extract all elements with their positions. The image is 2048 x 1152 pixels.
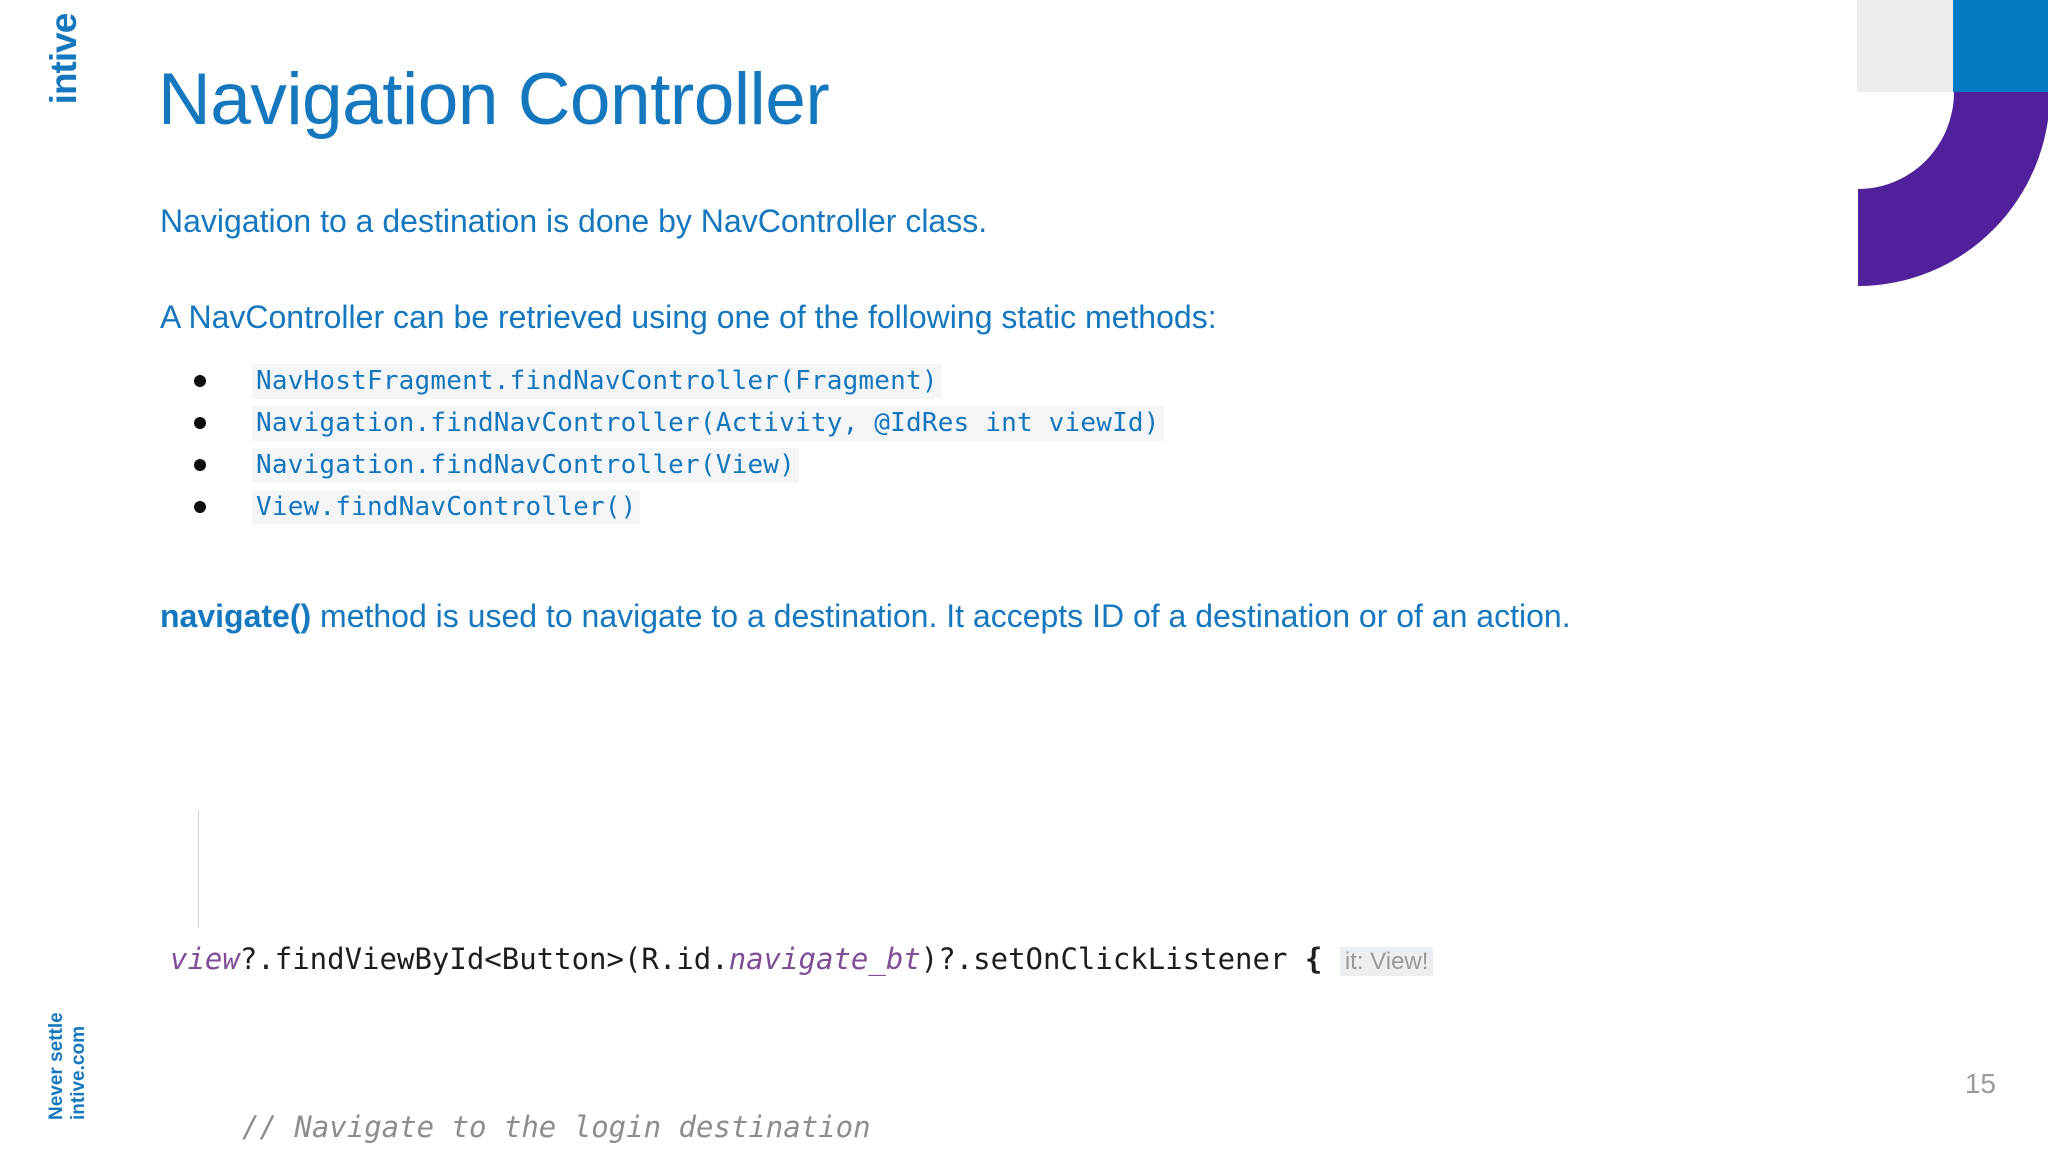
decoration-blue-rectangle — [1953, 0, 2048, 92]
page-title: Navigation Controller — [158, 59, 830, 140]
code-token-findviewbyid: ?.findViewById<Button>(R.id. — [239, 942, 729, 976]
method-signature: Navigation.findNavController(View) — [252, 447, 800, 483]
list-item: NavHostFragment.findNavController(Fragme… — [188, 360, 1164, 402]
code-comment: // Navigate to the login destination — [242, 1110, 871, 1144]
code-line-2: // Navigate to the login destination — [170, 1106, 1810, 1148]
decoration-gray-square — [1857, 0, 1953, 92]
list-item: View.findNavController() — [188, 486, 1164, 528]
intive-logo: intive — [43, 13, 84, 105]
static-methods-list: NavHostFragment.findNavController(Fragme… — [188, 360, 1164, 528]
code-token-view: view — [170, 942, 240, 976]
navigate-paragraph: navigate() method is used to navigate to… — [160, 598, 1770, 636]
footer-line-never-settle: Never settle — [46, 1012, 67, 1120]
bullet-dot-icon — [188, 417, 214, 429]
method-signature: NavHostFragment.findNavController(Fragme… — [252, 363, 942, 399]
code-indent-guide — [198, 810, 199, 928]
decoration-purple-quarter-ring — [1858, 92, 2048, 286]
static-methods-paragraph: A NavController can be retrieved using o… — [160, 299, 1217, 335]
footer-tagline: Never settle intive.com — [46, 940, 90, 1120]
bullet-dot-icon — [188, 501, 214, 513]
intro-paragraph: Navigation to a destination is done by N… — [160, 203, 988, 239]
method-signature: Navigation.findNavController(Activity, @… — [252, 405, 1164, 441]
code-screenshot: view?.findViewById<Button>(R.id.navigate… — [170, 770, 1810, 1152]
list-item: Navigation.findNavController(Activity, @… — [188, 402, 1164, 444]
list-item: Navigation.findNavController(View) — [188, 444, 1164, 486]
navigate-paragraph-text: method is used to navigate to a destinat… — [311, 598, 1571, 634]
page-number: 15 — [1964, 1068, 1996, 1099]
code-token-open-brace: { — [1304, 942, 1323, 976]
bullet-dot-icon — [188, 375, 214, 387]
code-token-setonclicklistener: )?.setOnClickListener — [920, 942, 1305, 976]
navigate-method-name: navigate() — [160, 598, 312, 634]
footer-line-website: intive.com — [68, 1026, 89, 1120]
method-signature: View.findNavController() — [252, 489, 641, 525]
code-token-navigate-bt: navigate_bt — [728, 942, 921, 976]
bullet-dot-icon — [188, 459, 214, 471]
code-line-1: view?.findViewById<Button>(R.id.navigate… — [170, 938, 1810, 980]
code-parameter-hint: it: View! — [1339, 947, 1434, 976]
